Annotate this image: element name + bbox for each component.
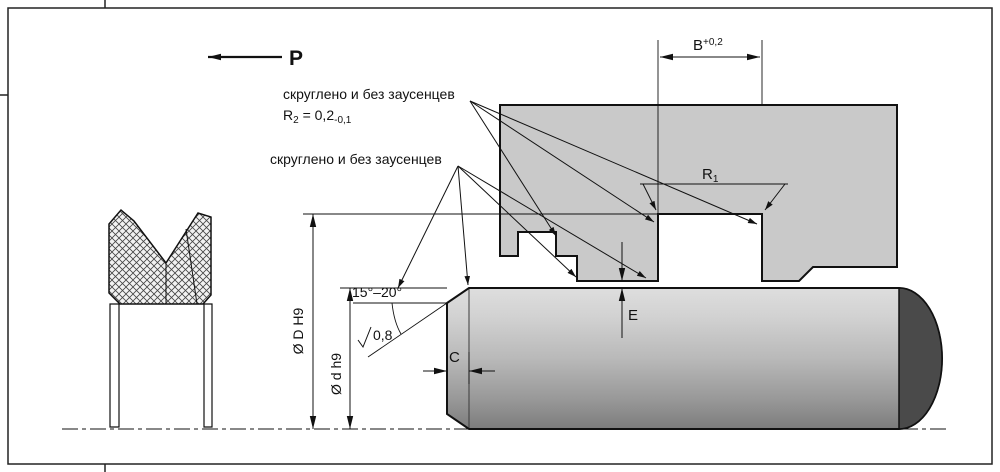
- rod-end-cap: [898, 287, 943, 430]
- note-bottom-leaders: [397, 165, 647, 289]
- dimension-groove-radius-R1: R1: [640, 166, 788, 211]
- dimension-rod-diameter-d: Ø d h9: [328, 287, 447, 429]
- note-top-leaders: [469, 100, 758, 237]
- chamfer-angle-label: 15°–20°: [352, 284, 402, 300]
- dimension-clearance-E: E: [618, 242, 638, 338]
- roughness-symbol: [357, 326, 372, 349]
- e-label: E: [628, 307, 638, 324]
- rod-diameter-label: Ø d h9: [328, 353, 344, 395]
- seal-profile: [108, 208, 212, 305]
- note-rounded-top: скруглено и без заусенцев R2 = 0,2-0,1: [283, 86, 758, 237]
- r1-label: R1: [702, 166, 719, 185]
- pressure-label: P: [289, 47, 303, 70]
- dimension-groove-diameter-D: Ø D H9: [290, 213, 658, 429]
- groove-diameter-label: Ø D H9: [290, 307, 306, 354]
- note-rounded-bottom: скруглено и без заусенцев: [270, 151, 647, 289]
- seal-leg-left: [109, 303, 120, 428]
- note-bottom-text: скруглено и без заусенцев: [270, 151, 442, 167]
- housing: [499, 104, 898, 282]
- rod-body: [446, 287, 943, 430]
- chamfer-angle-annotation: 15°–20° 0,8: [352, 284, 448, 358]
- note-top-text: скруглено и без заусенцев: [283, 86, 455, 102]
- seal-leg-right: [203, 303, 213, 428]
- seal-cross-section: [108, 208, 213, 428]
- dimension-chamfer-C: C: [423, 349, 495, 384]
- pressure-arrow: P: [208, 47, 303, 70]
- b-label: B+0,2: [693, 37, 723, 54]
- c-label: C: [449, 349, 460, 366]
- rod: [446, 287, 943, 430]
- roughness-label: 0,8: [373, 327, 393, 343]
- note-top-radius: R2 = 0,2-0,1: [283, 107, 352, 126]
